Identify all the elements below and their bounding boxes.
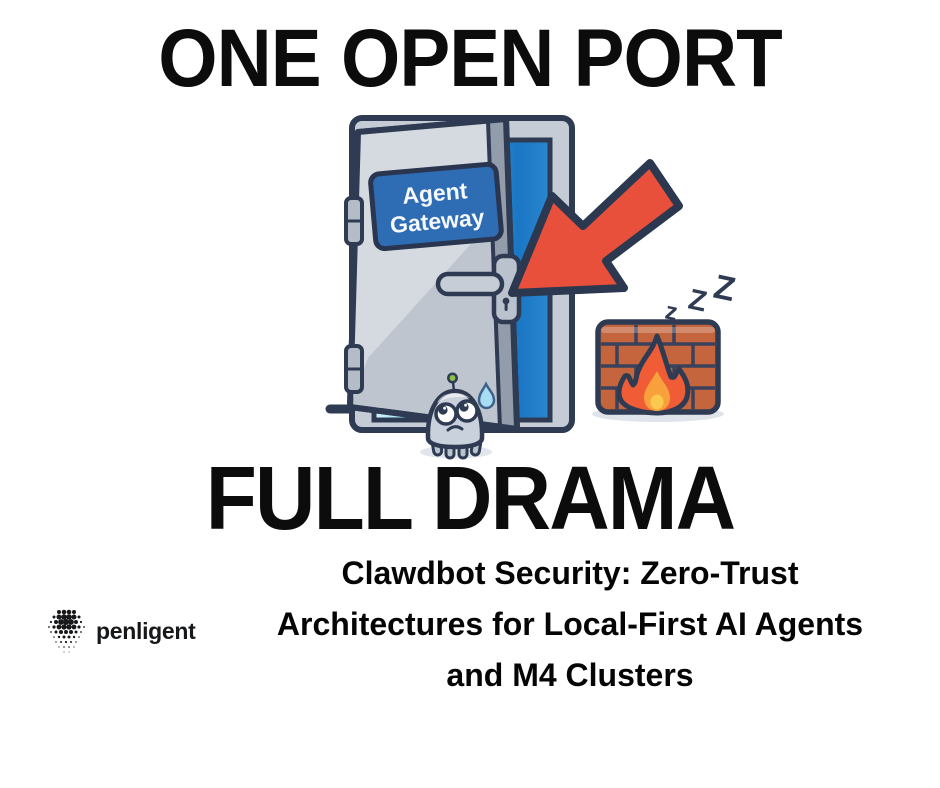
antenna-ball (447, 372, 458, 384)
door-handle (435, 253, 522, 325)
penligent-logo-text: penligent (96, 617, 196, 644)
door-hinges (344, 196, 364, 394)
eye-glint (464, 403, 467, 407)
sign-plate (368, 161, 504, 252)
agent-gateway-sign: Agent Gateway (368, 161, 504, 252)
sleeping-firewall-icon (595, 319, 721, 416)
flame-icon (616, 333, 691, 416)
penligent-logo-icon (48, 609, 85, 653)
bottom-caption: FULL DRAMA (205, 449, 736, 549)
flame-inner (644, 371, 670, 411)
sweat-drop-icon (477, 381, 496, 410)
robot-pupil (459, 402, 469, 412)
zzz-letter: Z (710, 268, 738, 309)
robot-sheen (437, 393, 470, 403)
red-arrow-icon (508, 159, 683, 297)
door-outline (347, 116, 520, 432)
robot-frown (446, 425, 464, 432)
sign-text-line: Agent (401, 177, 469, 209)
zzz-letter: z (663, 297, 680, 326)
article-title: Clawdbot Security: Zero-Trust Architectu… (205, 548, 935, 701)
top-caption: ONE OPEN PORT (158, 13, 782, 104)
penligent-logo: penligent (45, 607, 196, 655)
article-title-line: Clawdbot Security: Zero-Trust (341, 555, 799, 591)
article-title-line: and M4 Clusters (446, 657, 694, 693)
robot-mascot (425, 372, 496, 460)
article-title-line: Architectures for Local-First AI Agents (276, 606, 864, 642)
door-panel: Agent Gateway (344, 116, 522, 432)
robot-pupil (438, 405, 448, 415)
keyhole-icon (502, 297, 510, 305)
eye-glint (443, 406, 446, 410)
robot-antenna (451, 381, 456, 392)
keyhole-slot (504, 302, 508, 311)
zzz-text: z Z Z (663, 268, 739, 327)
zzz-letter: Z (686, 284, 710, 319)
flame-core (650, 394, 664, 410)
flame-outer (616, 333, 691, 416)
door-handle-lever (435, 271, 505, 297)
